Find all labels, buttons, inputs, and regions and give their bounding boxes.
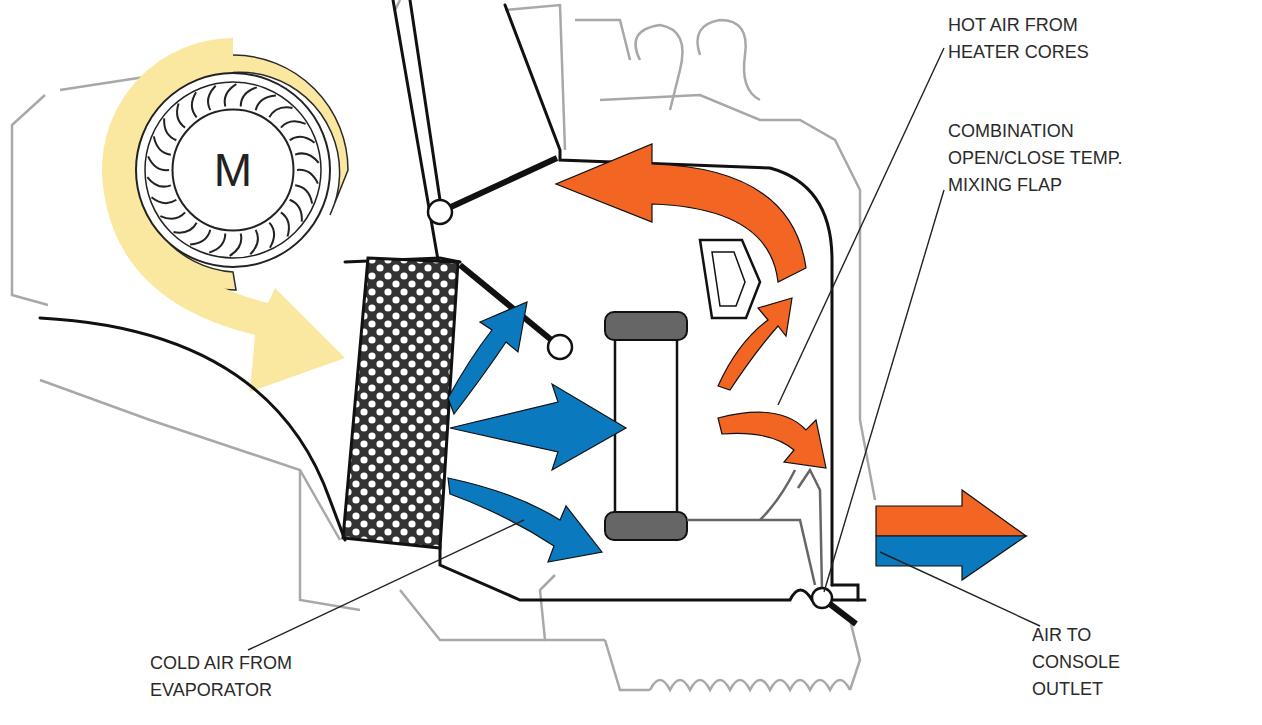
outlet-air-arrow [876,490,1026,580]
flap-seat [700,240,760,318]
temp-mixing-flap [687,470,856,624]
motor-circle: M [171,108,295,232]
callout-label: COLD AIR FROM EVAPORATOR [150,650,355,704]
hot-air-arrow [556,144,826,468]
intake-air-arrow [102,38,345,392]
callout-label: AIR TO CONSOLE OUTLET [1032,622,1144,703]
blower-wheel [136,73,330,267]
motor-label: M [171,108,295,232]
callout-label: COMBINATION OPEN/CLOSE TEMP. MIXING FLAP [948,118,1183,199]
callout-label: HOT AIR FROM HEATER CORES [948,12,1138,66]
evaporator [343,258,458,548]
leader-line [248,48,1040,650]
housing-outline [12,0,875,690]
duct-wall [40,0,865,600]
cold-air-arrow [448,302,626,562]
